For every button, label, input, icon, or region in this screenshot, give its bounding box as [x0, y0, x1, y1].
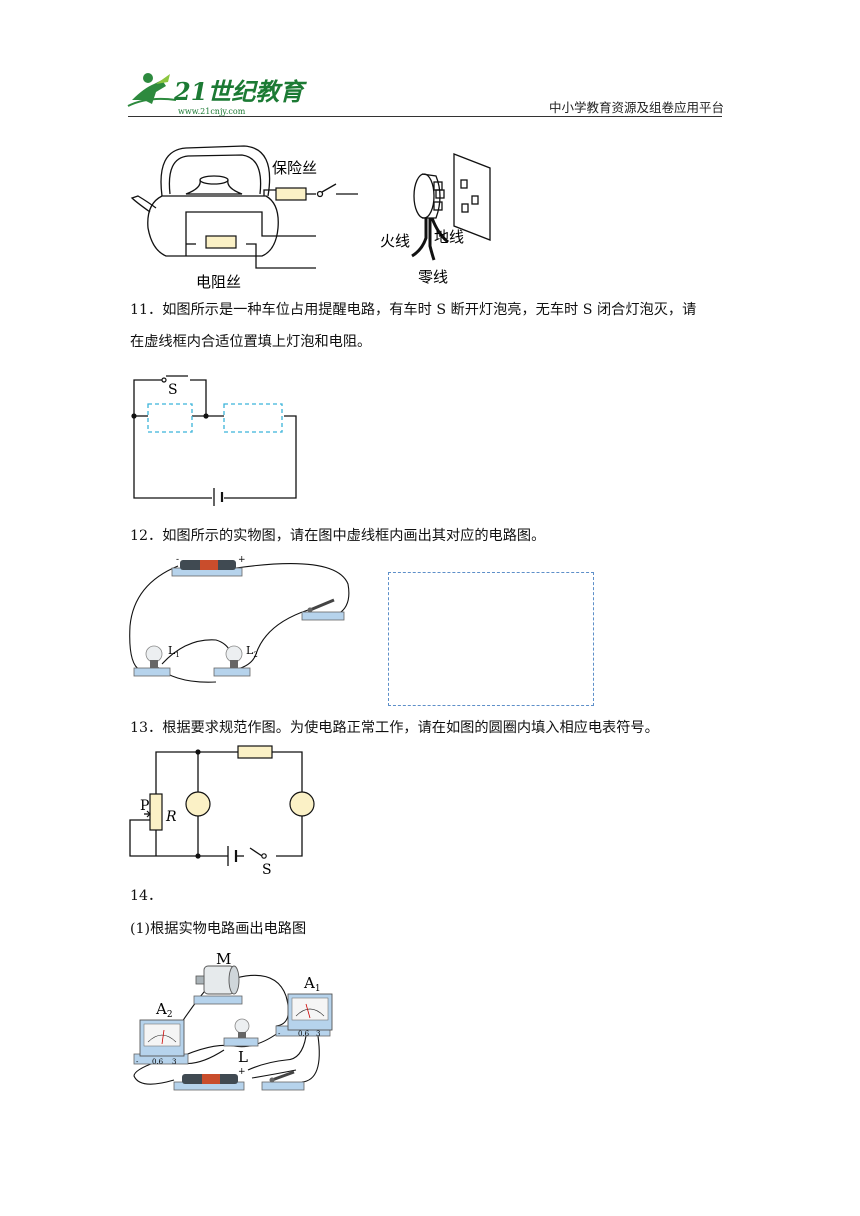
q12-battery-plus: +	[238, 555, 246, 565]
motor-label: M	[216, 950, 231, 968]
header-divider	[128, 116, 722, 117]
q12-text: 12．如图所示的实物图，请在图中虚线框内画出其对应的电路图。	[130, 528, 546, 544]
lamp-l-component: L	[223, 1018, 259, 1066]
platform-name: 中小学教育资源及组卷应用平台	[548, 100, 724, 115]
kettle-body	[147, 195, 279, 257]
meter-circle-right[interactable]	[289, 791, 315, 817]
switch-component	[301, 598, 345, 621]
a2-06-terminal: 0.6	[152, 1058, 164, 1066]
q13-switch-label: S	[262, 862, 272, 878]
meter-circle-left[interactable]	[185, 791, 211, 817]
q11-dashed-box-right[interactable]	[223, 403, 283, 433]
battery-component: - +	[171, 555, 246, 577]
lamp-l-label: L	[238, 1048, 248, 1066]
q14-number: 14．	[130, 888, 163, 904]
q14-battery-component: +	[173, 1067, 246, 1091]
q14-physical-circuit: M - 0.6 3 A1 - 0.6 3 A2	[126, 950, 346, 1100]
q11-text-line1: 11．如图所示是一种车位占用提醒电路，有车时 S 断开灯泡亮，无车时 S 闭合灯…	[130, 302, 697, 318]
q13-circuit: P R S	[126, 742, 322, 884]
resistance-wire-label: 电阻丝	[196, 273, 241, 291]
kettle-handle	[160, 145, 271, 197]
fuse-element	[275, 187, 307, 201]
fuse-label: 保险丝	[272, 159, 317, 177]
a1-3-terminal: 3	[316, 1030, 320, 1038]
a2-minus-terminal: -	[136, 1058, 139, 1066]
rheostat-label: R	[165, 809, 177, 825]
neutral-wire-label: 零线	[418, 268, 448, 286]
kettle-figure: 保险丝 电阻丝 火线 地线 零线	[126, 138, 491, 294]
q11-dashed-box-left[interactable]	[147, 403, 193, 433]
ammeter-a2-label: A2	[155, 1000, 173, 1020]
q11-switch-label: S	[168, 382, 178, 398]
logo-title: 21世纪教育	[173, 77, 307, 106]
plug-and-socket	[411, 153, 491, 261]
q12-battery-minus: -	[176, 555, 179, 565]
rheostat	[149, 793, 163, 831]
q14-battery-plus: +	[238, 1067, 246, 1077]
runner-logo-icon	[127, 73, 177, 107]
ammeter-a1-label: A1	[303, 974, 321, 994]
ground-wire-label: 地线	[434, 228, 464, 246]
live-wire-label: 火线	[380, 232, 410, 250]
q14-sub1-text: (1)根据实物电路画出电路图	[130, 921, 307, 937]
ammeter-a2-component: - 0.6 3 A2	[133, 1000, 189, 1066]
q11-text-line2: 在虚线框内合适位置填上灯泡和电阻。	[130, 334, 372, 350]
a1-minus-terminal: -	[278, 1030, 281, 1038]
q12-lamp2-label: L2	[246, 644, 258, 659]
q14-switch-component	[261, 1070, 305, 1091]
ammeter-a1-component: - 0.6 3 A1	[275, 974, 333, 1038]
logo-url: www.21cnjy.com	[178, 107, 246, 116]
q13-resistor	[237, 745, 273, 759]
q13-text: 13．根据要求规范作图。为使电路正常工作，请在如图的圆圈内填入相应电表符号。	[130, 720, 659, 736]
lamp-l1-component: L1	[133, 644, 180, 677]
q12-answer-box[interactable]	[388, 572, 594, 706]
q12-physical-circuit: - + L1 L2	[126, 554, 356, 694]
lamp-l2-component: L2	[213, 644, 258, 677]
a1-06-terminal: 0.6	[298, 1030, 310, 1038]
a2-3-terminal: 3	[172, 1058, 176, 1066]
q11-circuit: S	[126, 368, 306, 508]
slider-label: P	[140, 798, 149, 814]
site-logo: 21世纪教育 www.21cnjy.com	[122, 70, 307, 118]
resistance-wire-element	[205, 235, 237, 249]
motor-component: M	[193, 950, 243, 1005]
q12-lamp1-label: L1	[168, 644, 180, 659]
